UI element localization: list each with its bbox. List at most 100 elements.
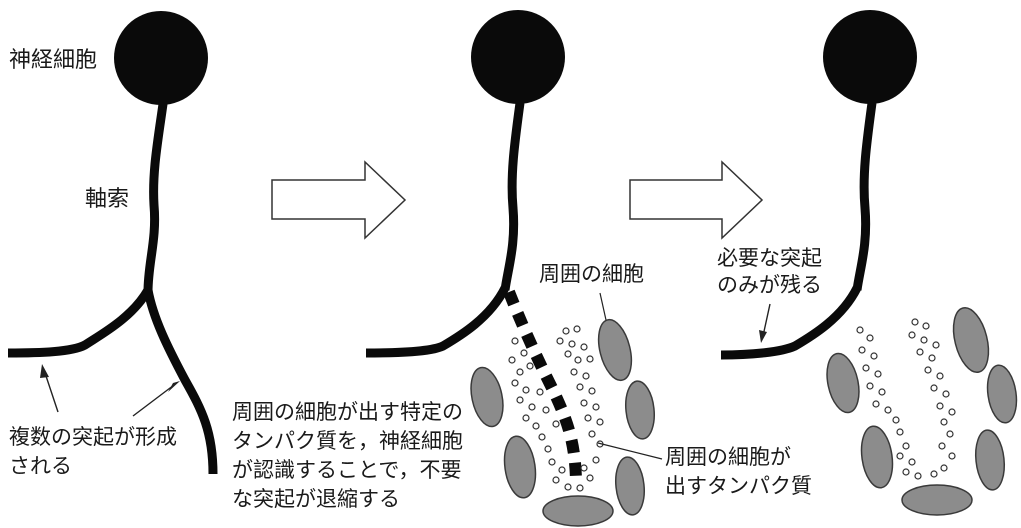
protein-dot <box>940 418 948 426</box>
surrounding-cell <box>986 364 1018 424</box>
protein-dot <box>508 356 516 364</box>
protein-dot <box>948 408 956 416</box>
protein-dot <box>866 334 874 342</box>
protein-dot <box>516 368 524 376</box>
surrounding-cell <box>542 495 614 527</box>
protein-dot <box>872 400 880 408</box>
protein-dot <box>548 458 556 466</box>
protein-dot <box>584 414 592 422</box>
protein-dot <box>914 472 922 480</box>
protein-dot <box>573 325 581 333</box>
protein-dot <box>936 372 944 380</box>
protein-dot <box>511 337 519 345</box>
protein-dot <box>922 322 930 330</box>
surrounding-cells-label: 周囲の細胞 <box>539 262 644 286</box>
stage-2-neuron <box>365 10 663 527</box>
protein-dot <box>908 458 916 466</box>
protein-pointer <box>597 442 663 460</box>
needed-process-remains-label: 必要な突起 のみが残る <box>717 246 822 297</box>
protein-dot <box>896 452 904 460</box>
protein-dot <box>596 418 604 426</box>
protein-dot <box>588 430 596 438</box>
surrounding-cell <box>597 318 633 382</box>
protein-dot <box>562 327 570 335</box>
protein-dot <box>858 346 866 354</box>
protein-dot <box>582 372 590 380</box>
secreted-protein-label: 周囲の細胞が 出すタンパク質 <box>665 445 812 498</box>
protein-dot <box>936 402 944 410</box>
protein-dot <box>870 352 878 360</box>
protein-dot <box>558 466 566 474</box>
neuron-label: 神経細胞 <box>9 48 98 73</box>
protein-dot <box>930 384 938 392</box>
protein-dot <box>511 379 519 387</box>
axon-label: 軸索 <box>85 187 130 212</box>
surrounding-cell <box>826 352 860 414</box>
axon <box>500 102 525 291</box>
neuron-cell-body <box>823 10 917 104</box>
stage-2-protein-dots <box>508 325 604 492</box>
protein-dot <box>878 388 886 396</box>
protein-dot <box>948 452 956 460</box>
surrounding-cell <box>615 456 645 516</box>
stage-3-neuron <box>720 10 1018 516</box>
protein-dot <box>902 442 910 450</box>
protein-dot <box>932 341 940 349</box>
surrounding-cell <box>503 435 537 499</box>
protein-dot <box>576 383 584 391</box>
protein-dot <box>588 387 596 395</box>
protein-dot <box>544 445 552 453</box>
right-process <box>143 289 218 475</box>
protein-dot <box>946 430 954 438</box>
protein-dot <box>866 382 874 390</box>
protein-dot <box>916 348 924 356</box>
stage-2-surrounding-cells <box>470 318 655 527</box>
surrounding-cell <box>901 484 973 516</box>
protein-dot <box>520 349 528 357</box>
axon <box>143 99 168 297</box>
protein-dot <box>528 403 536 411</box>
protein-dot <box>862 364 870 372</box>
protein-dot <box>526 362 534 370</box>
retained-process <box>720 285 862 360</box>
protein-dot <box>856 326 864 334</box>
protein-dot <box>586 474 594 482</box>
protein-dot <box>576 484 584 492</box>
protein-dot <box>938 442 946 450</box>
pointer-right-arrowhead <box>168 381 180 392</box>
protein-dot <box>522 414 530 422</box>
protein-dot <box>586 355 594 363</box>
multi-process-formation-label: 複数の突起が形成 される <box>9 425 177 478</box>
retained-process-pointer-arrow <box>762 303 771 337</box>
protein-dot <box>580 464 588 472</box>
protein-dot <box>892 416 900 424</box>
axon <box>852 102 877 291</box>
protein-dot <box>570 368 578 376</box>
protein-dot <box>568 340 576 348</box>
protein-dot <box>580 343 588 351</box>
protein-dot <box>538 433 546 441</box>
protein-dot <box>592 456 600 464</box>
stage-1-neuron <box>7 11 218 475</box>
protein-dot <box>930 470 938 478</box>
protein-dot <box>940 464 948 472</box>
protein-dot <box>522 386 530 394</box>
protein-dot <box>908 331 916 339</box>
surrounding-cell <box>625 380 655 440</box>
protein-dot <box>874 370 882 378</box>
mechanism-explanation-label: 周囲の細胞が出す特定の タンパク質を，神経細胞 が認識することで，不要 な突起が… <box>232 400 463 511</box>
surrounding-cells-pointer <box>599 292 607 321</box>
transition-arrow-1 <box>271 160 407 240</box>
protein-dot <box>516 396 524 404</box>
surrounding-cell <box>860 425 894 489</box>
protein-dot <box>536 388 544 396</box>
protein-dot <box>542 406 550 414</box>
protein-dot <box>564 483 572 491</box>
protein-dot <box>924 366 932 374</box>
pointer-left-arrowhead <box>40 364 49 378</box>
protein-dot <box>884 406 892 414</box>
retained-process-pointer-arrowhead <box>759 330 767 343</box>
protein-dot <box>564 350 572 358</box>
surrounding-cell <box>952 306 990 374</box>
